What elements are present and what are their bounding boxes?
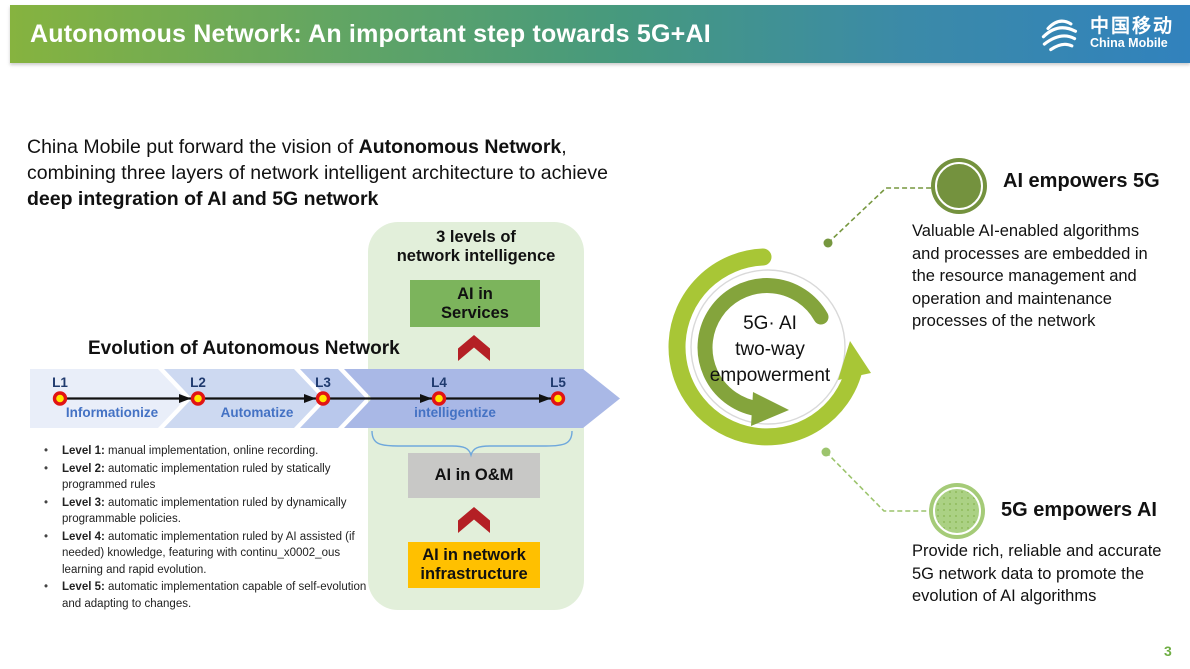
- ai-in-services-box: AI in Services: [410, 280, 540, 327]
- intro-seg2-bold: Autonomous Network: [358, 136, 562, 158]
- milestone-label: L1: [52, 375, 68, 390]
- two-way-empowerment-loop: [668, 248, 871, 446]
- connector-top: [823, 187, 938, 248]
- connector-bottom: [821, 447, 936, 512]
- milestone-marker-l3: [315, 391, 331, 406]
- list-item: Level 5: automatic implementation capabl…: [40, 579, 376, 612]
- level-label: Level 1:: [62, 445, 105, 457]
- 5g-empowers-ai-title: 5G empowers AI: [1001, 499, 1157, 521]
- china-mobile-logo: 中国移动 China Mobile: [1037, 12, 1174, 56]
- level-label: Level 2:: [62, 462, 105, 475]
- ai-empowers-5g-body: Valuable AI-enabled algorithms and proce…: [912, 222, 1148, 330]
- loop-center-label: 5G· AI two-way empowerment: [709, 313, 831, 386]
- brace-icon: [371, 430, 573, 458]
- phase-label: Automatize: [221, 405, 294, 420]
- dashed-line: [827, 187, 938, 244]
- level-text: automatic implementation ruled by dynami…: [62, 496, 347, 526]
- list-item: Level 4: automatic implementation ruled …: [40, 529, 376, 579]
- level-label: Level 4:: [62, 530, 105, 543]
- loop-inner-arrowhead: [751, 392, 789, 426]
- level-label: Level 5:: [62, 581, 105, 593]
- dashed-line: [825, 451, 936, 512]
- level-text: automatic implementation ruled by AI ass…: [62, 530, 355, 576]
- slide-title: Autonomous Network: An important step to…: [30, 19, 711, 48]
- header-bar: Autonomous Network: An important step to…: [10, 5, 1190, 63]
- axis-arrowhead: [304, 394, 316, 403]
- loop-guide-circle: [690, 269, 846, 425]
- milestone-label: L2: [190, 375, 206, 390]
- loop-inner-arc: [697, 278, 829, 417]
- level-label: Level 3:: [62, 496, 105, 509]
- intro-paragraph: China Mobile put forward the vision of A…: [27, 134, 639, 212]
- ai-empowers-5g-circle-icon: [935, 162, 983, 210]
- evolution-heading: Evolution of Autonomous Network: [88, 338, 400, 359]
- axis-arrowhead: [539, 394, 551, 403]
- intro-seg4-bold: deep integration of AI and 5G network: [27, 188, 379, 210]
- milestone-label: L5: [550, 375, 566, 390]
- milestone-marker-l4: [431, 391, 447, 406]
- level-definitions-list: Level 1: manual implementation, online r…: [40, 443, 376, 613]
- milestone-label: L3: [315, 375, 331, 390]
- connector-dot: [823, 238, 833, 248]
- milestone-label: L4: [431, 375, 447, 390]
- level-text: manual implementation, online recording.: [104, 445, 319, 457]
- list-item: Level 2: automatic implementation ruled …: [40, 461, 376, 494]
- phase-label: intelligentize: [414, 405, 496, 420]
- axis-arrowhead: [420, 394, 432, 403]
- intro-seg1: China Mobile put forward the vision of: [27, 136, 359, 158]
- logo-english-name: China Mobile: [1089, 36, 1168, 51]
- logo-text: 中国移动 China Mobile: [1090, 17, 1174, 50]
- 5g-empowers-ai-body: Provide rich, reliable and accurate 5G n…: [912, 542, 1162, 605]
- milestone-marker-l2: [190, 391, 206, 406]
- level-text: automatic implementation ruled by static…: [62, 462, 331, 492]
- phase-label: Informationize: [66, 405, 159, 420]
- list-item: Level 3: automatic implementation ruled …: [40, 495, 376, 528]
- axis-arrowhead: [179, 394, 191, 403]
- milestone-marker-l5: [550, 391, 566, 406]
- logo-chinese-name: 中国移动: [1089, 16, 1174, 38]
- list-item: Level 1: manual implementation, online r…: [40, 443, 376, 460]
- page-number: 3: [1164, 643, 1172, 659]
- milestone-marker-l1: [52, 391, 68, 406]
- loop-outer-arrowhead: [838, 341, 871, 380]
- level-text: automatic implementation capable of self…: [62, 581, 367, 610]
- loop-outer-arc: [668, 248, 863, 446]
- ai-in-infrastructure-box: AI in network infrastructure: [408, 542, 540, 588]
- ai-in-om-box: AI in O&M: [408, 453, 540, 498]
- ai-empowers-5g-title: AI empowers 5G: [1003, 170, 1160, 192]
- 5g-empowers-ai-circle-icon: [933, 487, 981, 535]
- intro-seg3: , combining three layers of network inte…: [27, 136, 608, 184]
- evolution-timeline: L1 L2 L3 L4 L5 Informationize Automatize…: [30, 369, 620, 458]
- connector-dot: [821, 447, 831, 457]
- china-mobile-logo-icon: [1041, 19, 1078, 52]
- network-intelligence-title: 3 levels of network intelligence: [396, 228, 556, 265]
